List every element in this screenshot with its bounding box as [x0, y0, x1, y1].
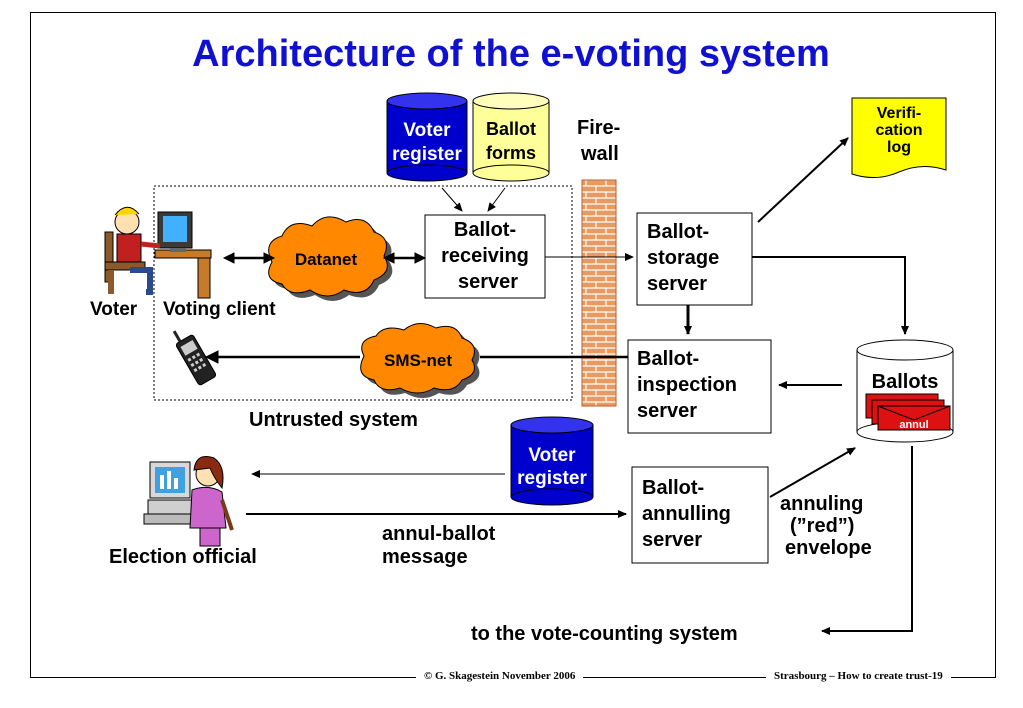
ballot-annulling-line1: Ballot-	[642, 477, 704, 499]
arrowhead-receiving	[414, 252, 427, 264]
arrow-register-to-receiving	[441, 187, 463, 212]
voter-register-bottom-line1: Voter	[528, 445, 576, 466]
arrowhead-phone	[204, 350, 219, 364]
voter-register-top-line1: Voter	[403, 120, 451, 141]
ballot-storage-line1: Ballot-	[647, 221, 709, 243]
datanet-cloud: Datanet	[268, 216, 393, 301]
ballot-receiving-line1: Ballot-	[454, 219, 516, 241]
voter-register-bottom: Voter register	[510, 416, 594, 506]
frame-right	[995, 12, 996, 678]
voter-register-bottom-line2: register	[517, 468, 587, 489]
arrowhead-datanet	[263, 252, 276, 264]
arrow-ballots-to-counting	[821, 446, 913, 635]
ballot-inspection-line1: Ballot-	[637, 348, 699, 370]
ballot-inspection-line2: inspection	[637, 374, 737, 396]
ballot-forms-line2: forms	[486, 143, 536, 163]
page-title: Architecture of the e-voting system	[192, 33, 830, 75]
ballot-receiving-line3: server	[458, 271, 518, 293]
sms-net-label: SMS-net	[384, 351, 452, 370]
ballot-annulling-line3: server	[642, 529, 702, 551]
ballot-receiving-line2: receiving	[441, 245, 529, 267]
firewall	[581, 179, 617, 407]
annulling-envelope-line1: annuling	[780, 493, 863, 515]
footer-left: © G. Skagestein November 2006	[416, 670, 584, 682]
annulling-envelope-line2: (”red”)	[790, 515, 854, 537]
ballot-forms-line1: Ballot	[486, 119, 536, 139]
arrow-forms-to-receiving	[487, 187, 506, 212]
ballot-storage-line3: server	[647, 273, 707, 295]
voter-at-computer-icon	[104, 206, 212, 299]
firewall-label-line2: wall	[580, 143, 619, 165]
mobile-phone-icon	[172, 330, 217, 386]
annul-ballot-message-line2: message	[382, 546, 468, 568]
ballots-label: Ballots	[872, 371, 939, 393]
verification-log-line2: cation	[875, 122, 922, 139]
firewall-label-line1: Fire-	[577, 117, 620, 139]
footer-right: Strasbourg – How to create trust-19	[766, 670, 951, 682]
verification-log-line1: Verifi-	[877, 105, 921, 122]
sms-net-cloud: SMS-net	[360, 323, 480, 398]
arrow-annulling-to-ballots	[769, 447, 856, 498]
arrowhead-datanet-right	[382, 252, 395, 264]
ballots-store: Ballots annul	[856, 339, 954, 443]
arrowhead-client	[222, 252, 235, 264]
verification-log: Verifi- cation log	[851, 97, 947, 178]
connections	[204, 137, 913, 635]
vote-counting-label: to the vote-counting system	[471, 623, 738, 645]
annul-ballot-message-line1: annul-ballot	[382, 523, 496, 545]
untrusted-system-area	[153, 185, 573, 401]
ballot-storage-server: Ballot- storage server	[636, 212, 753, 306]
voter-label: Voter	[90, 299, 138, 320]
arrow-storage-to-ballots	[752, 256, 909, 335]
voting-client-label: Voting client	[163, 299, 276, 320]
frame-left	[30, 12, 31, 678]
voter-register-top-line2: register	[392, 144, 462, 165]
annulling-envelope-line3: envelope	[785, 537, 872, 559]
frame-top	[30, 12, 996, 13]
ballot-inspection-server: Ballot- inspection server	[627, 339, 772, 434]
arrow-storage-to-log	[757, 137, 849, 223]
annul-tag-label: annul	[899, 419, 928, 431]
untrusted-system-label: Untrusted system	[249, 409, 418, 431]
ballot-storage-line2: storage	[647, 247, 719, 269]
voter-register-top: Voter register	[386, 92, 468, 182]
ballot-annulling-line2: annulling	[642, 503, 731, 525]
datanet-label: Datanet	[295, 250, 358, 269]
ballot-inspection-line3: server	[637, 400, 697, 422]
verification-log-line3: log	[887, 139, 911, 156]
envelope-stack-icon: annul	[865, 393, 951, 431]
election-official-icon	[143, 456, 234, 547]
election-official-label: Election official	[109, 546, 257, 568]
ballot-receiving-server: Ballot- receiving server	[424, 214, 546, 299]
ballot-forms: Ballot forms	[472, 92, 550, 182]
ballot-annulling-server: Ballot- annulling server	[631, 466, 769, 564]
